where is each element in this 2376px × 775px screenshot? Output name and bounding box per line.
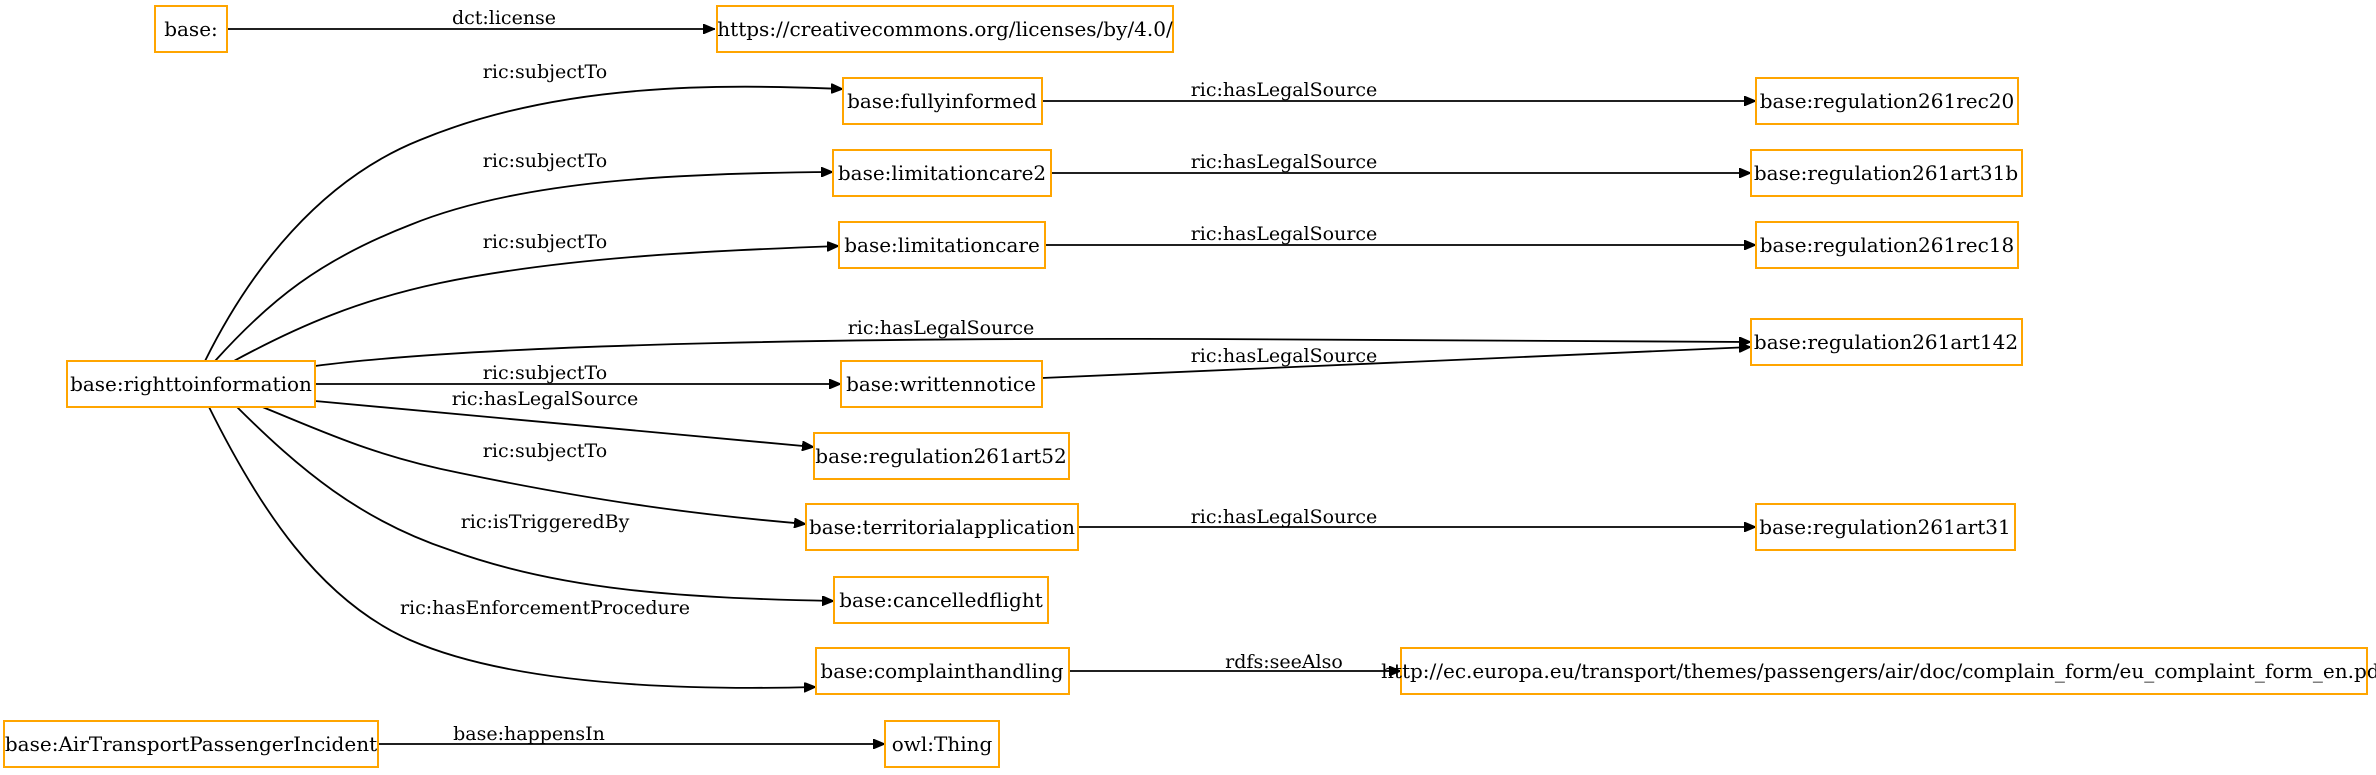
node-owl-thing: owl:Thing xyxy=(884,720,1000,768)
node-regulation261art31: base:regulation261art31 xyxy=(1755,503,2016,551)
svg-text:base:AirTransportPassengerInci: base:AirTransportPassengerIncident xyxy=(5,732,377,756)
edge-rti-art142: ric:hasLegalSource xyxy=(314,317,1751,367)
node-complainthandling: base:complainthandling xyxy=(815,647,1070,695)
edge-label-legalsource-art142-direct: ric:hasLegalSource xyxy=(848,317,1035,339)
svg-text:base:regulation261art31: base:regulation261art31 xyxy=(1759,515,2010,539)
node-territorialapplication: base:territorialapplication xyxy=(805,503,1079,551)
edge-label-legalsource-rec20: ric:hasLegalSource xyxy=(1191,79,1378,101)
svg-text:base:fullyinformed: base:fullyinformed xyxy=(847,89,1037,113)
edge-label-legalsource-art142: ric:hasLegalSource xyxy=(1191,345,1378,367)
edge-label-subjectto-limitationcare2: ric:subjectTo xyxy=(483,150,607,172)
edge-base-license: dct:license xyxy=(227,7,715,29)
node-regulation261art52: base:regulation261art52 xyxy=(813,432,1070,480)
node-writtennotice: base:writtennotice xyxy=(840,360,1043,408)
node-limitationcare2: base:limitationcare2 xyxy=(832,149,1052,197)
edges: dct:license ric:subjectTo ric:hasLegalSo… xyxy=(204,7,1756,745)
svg-text:base:territorialapplication: base:territorialapplication xyxy=(809,515,1075,539)
svg-text:base:cancelledflight: base:cancelledflight xyxy=(839,588,1043,612)
edge-limitationcare2-art31b: ric:hasLegalSource xyxy=(1051,151,1751,173)
svg-text:https://creativecommons.org/li: https://creativecommons.org/licenses/by/… xyxy=(717,17,1173,41)
edge-label-hasenforcementprocedure: ric:hasEnforcementProcedure xyxy=(400,597,690,619)
svg-text:base:regulation261art31b: base:regulation261art31b xyxy=(1754,161,2018,185)
svg-text:base:limitationcare: base:limitationcare xyxy=(844,233,1040,257)
edge-label-subjectto-writtennotice: ric:subjectTo xyxy=(483,362,607,384)
edge-label-subjectto-territorial: ric:subjectTo xyxy=(483,440,607,462)
edge-label-rdfs-seealso: rdfs:seeAlso xyxy=(1225,651,1343,673)
node-limitationcare: base:limitationcare xyxy=(838,221,1046,269)
edge-rti-limitationcare2: ric:subjectTo xyxy=(214,150,833,362)
node-license: https://creativecommons.org/licenses/by/… xyxy=(716,5,1174,53)
edge-label-istriggeredby: ric:isTriggeredBy xyxy=(461,511,630,533)
edge-incident-thing: base:happensIn xyxy=(378,723,885,745)
node-complaint-form-url: http://ec.europa.eu/transport/themes/pas… xyxy=(1381,647,2376,695)
edge-label-legalsource-art52: ric:hasLegalSource xyxy=(452,388,639,410)
edge-limitationcare-rec18: ric:hasLegalSource xyxy=(1045,223,1756,245)
edge-label-base-happensin: base:happensIn xyxy=(453,723,605,745)
edge-rti-art52: ric:hasLegalSource xyxy=(314,388,814,447)
edge-rti-complaint: ric:hasEnforcementProcedure xyxy=(207,404,816,688)
svg-text:base:righttoinformation: base:righttoinformation xyxy=(70,372,312,396)
node-base: base: xyxy=(154,5,228,53)
node-fullyinformed: base:fullyinformed xyxy=(842,77,1043,125)
node-cancelledflight: base:cancelledflight xyxy=(833,576,1049,624)
edge-label-dct-license: dct:license xyxy=(452,7,556,29)
svg-text:base:regulation261rec18: base:regulation261rec18 xyxy=(1760,233,2015,257)
edge-rti-fullyinformed: ric:subjectTo xyxy=(204,61,843,362)
edge-complaint-form: rdfs:seeAlso xyxy=(1069,651,1401,673)
svg-text:owl:Thing: owl:Thing xyxy=(892,732,993,756)
node-airtransportpassengerincident: base:AirTransportPassengerIncident xyxy=(3,720,379,768)
svg-text:base:regulation261art142: base:regulation261art142 xyxy=(1754,330,2018,354)
node-regulation261art31b: base:regulation261art31b xyxy=(1750,149,2023,197)
edge-rti-writtennotice: ric:subjectTo xyxy=(315,362,841,384)
edge-label-legalsource-rec18: ric:hasLegalSource xyxy=(1191,223,1378,245)
nodes: base: https://creativecommons.org/licens… xyxy=(3,5,2376,768)
edge-rti-limitationcare: ric:subjectTo xyxy=(231,231,839,363)
edge-writtennotice-art142: ric:hasLegalSource xyxy=(1041,345,1751,379)
svg-text:base:writtennotice: base:writtennotice xyxy=(846,372,1036,396)
edge-label-legalsource-art31: ric:hasLegalSource xyxy=(1191,506,1378,528)
edge-territorial-art31: ric:hasLegalSource xyxy=(1078,506,1756,528)
node-righttoinformation: base:righttoinformation xyxy=(66,360,316,408)
edge-label-subjectto-limitationcare: ric:subjectTo xyxy=(483,231,607,253)
node-regulation261art142: base:regulation261art142 xyxy=(1750,318,2023,366)
edge-label-subjectto-fullyinformed: ric:subjectTo xyxy=(483,61,607,83)
svg-text:http://ec.europa.eu/transport/: http://ec.europa.eu/transport/themes/pas… xyxy=(1381,659,2376,683)
node-regulation261rec20: base:regulation261rec20 xyxy=(1755,77,2019,125)
node-regulation261rec18: base:regulation261rec18 xyxy=(1755,221,2019,269)
svg-text:base:regulation261rec20: base:regulation261rec20 xyxy=(1760,89,2015,113)
svg-text:base:regulation261art52: base:regulation261art52 xyxy=(815,444,1066,468)
svg-text:base:limitationcare2: base:limitationcare2 xyxy=(838,161,1046,185)
svg-text:base:: base: xyxy=(164,17,218,41)
edge-fullyinformed-rec20: ric:hasLegalSource xyxy=(1042,79,1756,101)
svg-text:base:complainthandling: base:complainthandling xyxy=(820,659,1063,683)
edge-rti-cancelled: ric:isTriggeredBy xyxy=(234,404,834,601)
edge-label-legalsource-art31b: ric:hasLegalSource xyxy=(1191,151,1378,173)
edge-rti-territorial: ric:subjectTo xyxy=(254,403,806,524)
